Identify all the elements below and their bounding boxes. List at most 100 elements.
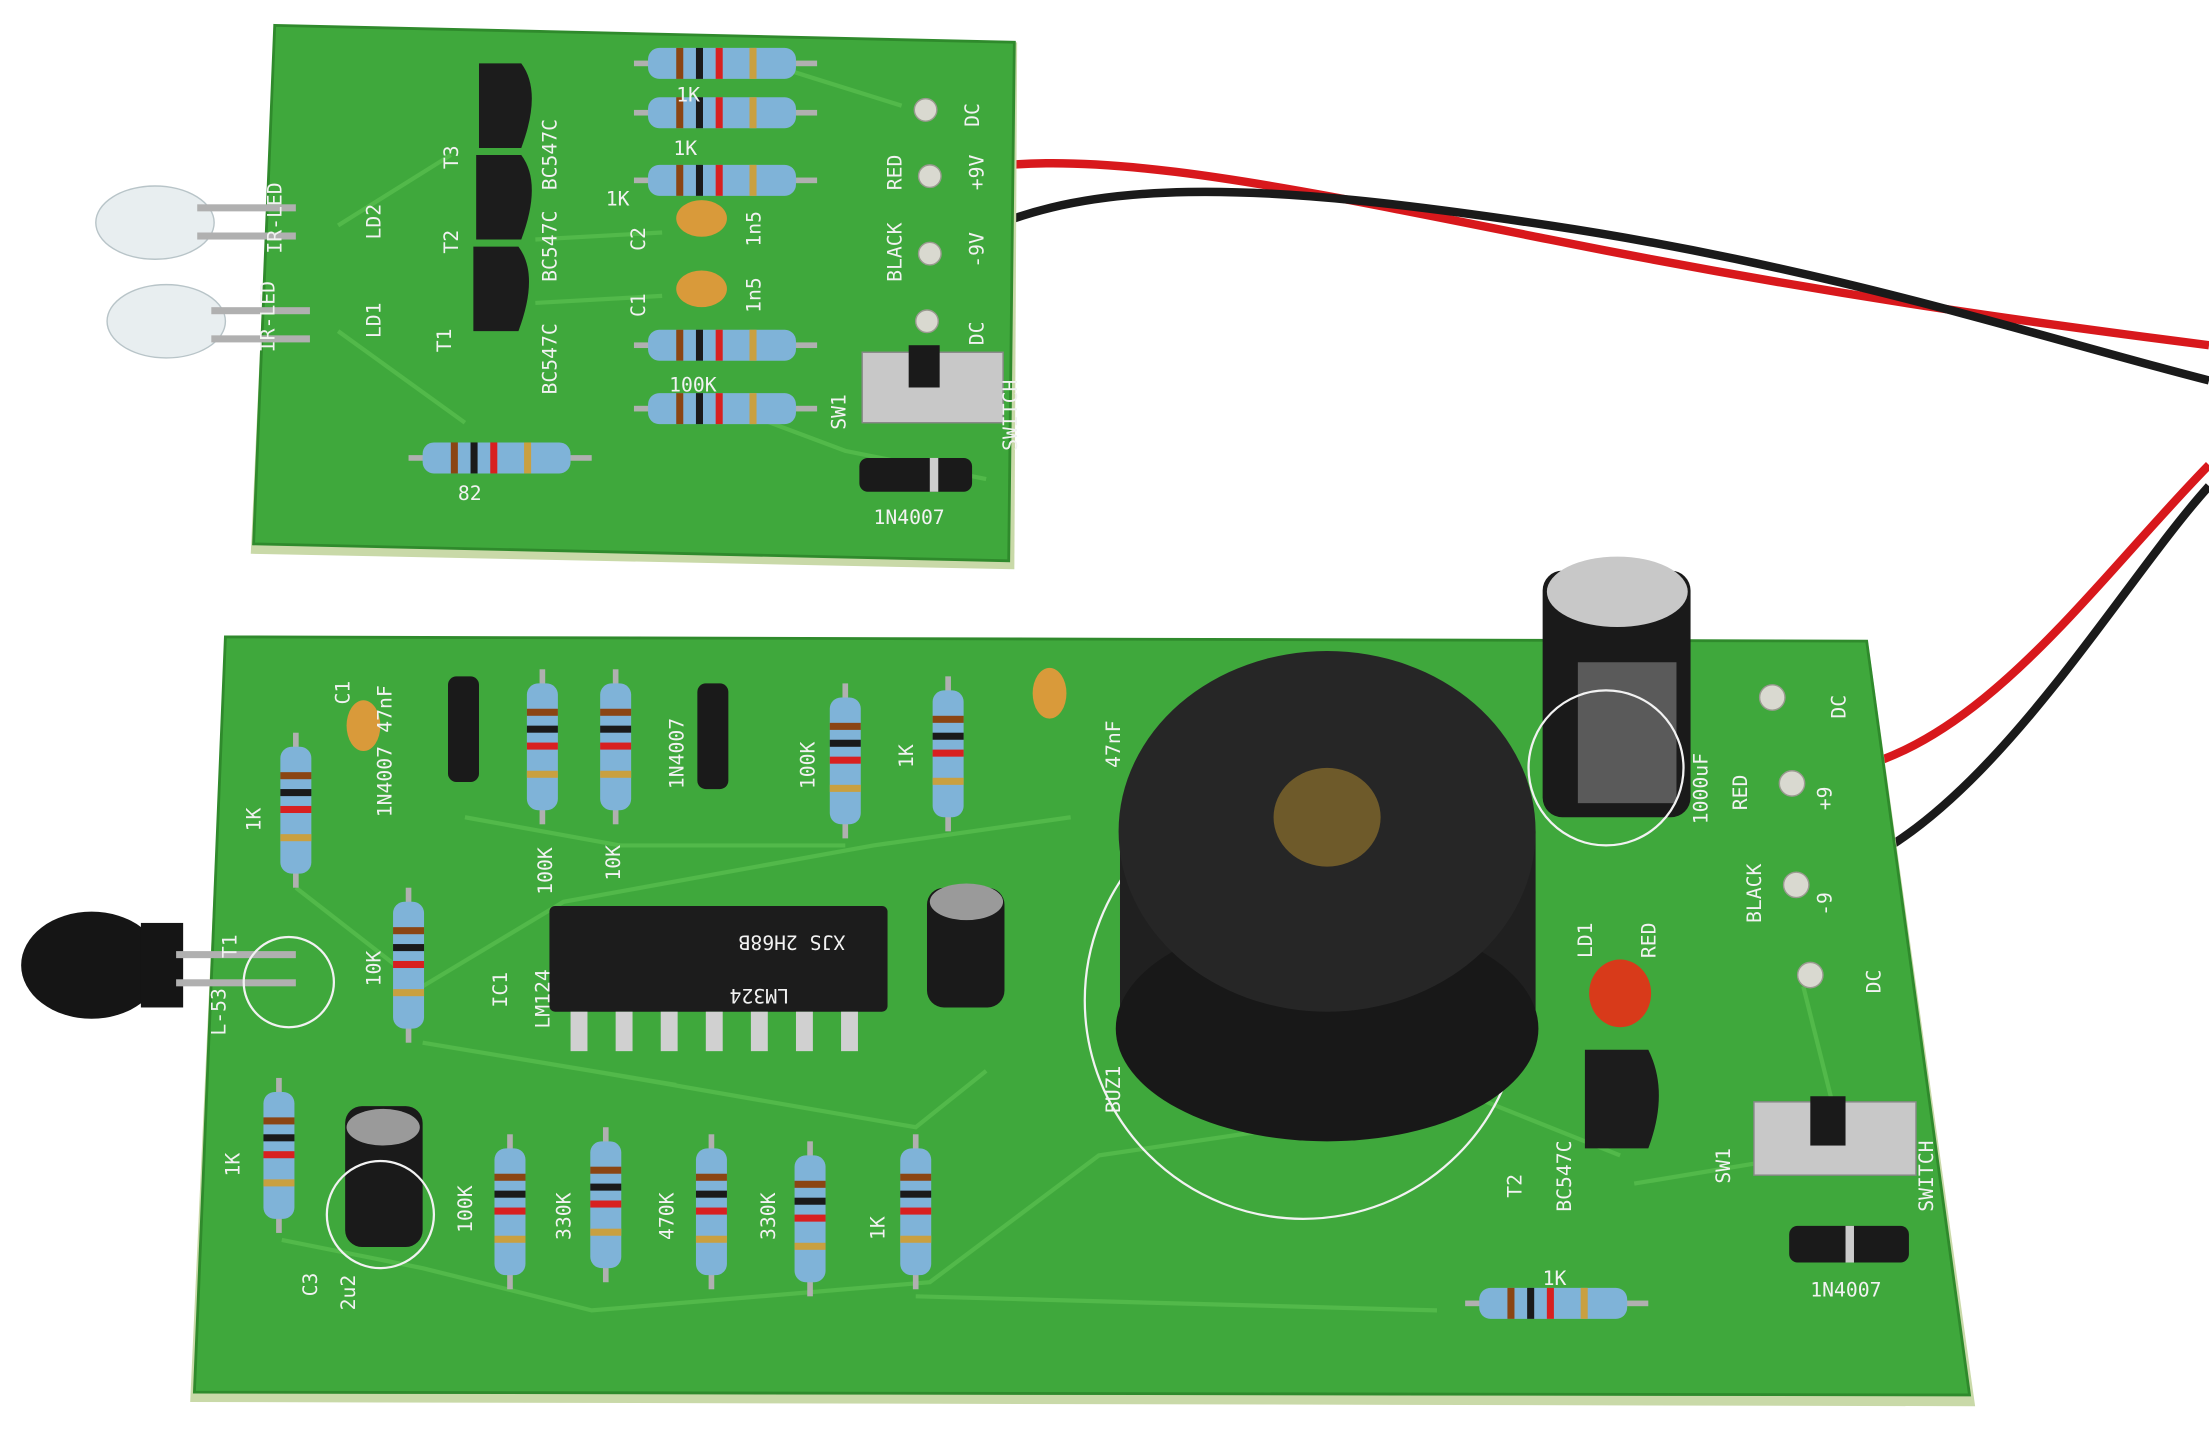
silkscreen-label: IC1 [489, 972, 512, 1008]
silkscreen-label: C1 [331, 681, 354, 705]
resistor [633, 47, 818, 79]
silkscreen-label: BLACK [1743, 863, 1766, 922]
silkscreen-label: DC [1828, 695, 1851, 719]
silkscreen-label: DC [961, 103, 984, 127]
silkscreen-label: 1N4007 [873, 506, 944, 529]
resistors [408, 47, 818, 474]
silkscreen-label: 1N4007 [665, 718, 688, 789]
silkscreen-label: SW1 [1712, 1148, 1735, 1184]
silkscreen-label: 100K [796, 741, 819, 789]
silkscreen-label: BC547C [538, 211, 561, 282]
silkscreen-label: 1K [676, 83, 700, 106]
silkscreen-label: 47nF [374, 685, 397, 733]
silkscreen-label: -9V [965, 232, 988, 268]
silkscreen-label: LD2 [362, 204, 385, 240]
silkscreen-label: 330K [553, 1192, 576, 1240]
slide-switch[interactable] [861, 345, 1004, 424]
slide-switch[interactable] [1753, 1096, 1917, 1176]
resistor [633, 164, 818, 196]
electrolytic-capacitor-c3 [325, 1106, 436, 1270]
ic-pin [750, 1011, 768, 1052]
capacitor-47nf [1032, 667, 1067, 719]
silkscreen-label: 1000uF [1689, 753, 1712, 824]
silkscreen-label: 1K [221, 1153, 244, 1177]
silkscreen-label: 1N4007 [374, 746, 397, 817]
silkscreen-label: 82 [458, 482, 482, 505]
resistor [633, 97, 818, 129]
ir-receiver-board: C1 47nF 1N4007 1N4007 1K 100K 10K 100K 1K 47nF 100… [21, 556, 1976, 1407]
resistor [600, 669, 632, 825]
ic-pin [841, 1011, 858, 1052]
silkscreen-label: LM324 [730, 984, 789, 1007]
resistor [794, 1141, 826, 1297]
resistor [900, 1134, 932, 1290]
silkscreen-label: 1K [673, 137, 697, 160]
capacitor-c1 [346, 700, 381, 752]
silkscreen-label: RED [1637, 923, 1660, 959]
electrolytic-capacitor [926, 883, 1005, 1008]
silkscreen-label: RED [1729, 775, 1752, 811]
silkscreen-label: 1K [243, 807, 266, 831]
silkscreen-label: BUZ1 [1102, 1066, 1125, 1114]
resistor [1465, 1287, 1649, 1319]
resistor [280, 732, 312, 888]
silkscreen-label: 100K [669, 374, 717, 397]
resistors [263, 669, 1649, 1319]
resistor [408, 442, 592, 474]
diode [697, 683, 729, 790]
silkscreen-label: BC547C [538, 323, 561, 394]
silkscreen-label: IR-LED [257, 281, 280, 352]
resistor [393, 887, 425, 1043]
silkscreen-label: 330K [757, 1192, 780, 1240]
silkscreen-label: DC [1863, 970, 1886, 994]
silkscreen-label: BC547C [1553, 1141, 1576, 1212]
silkscreen-label: +9 [1813, 786, 1836, 810]
silkscreen-label: LD1 [362, 303, 385, 339]
silkscreen-label: 1n5 [743, 211, 766, 247]
silkscreen-label: 2u2 [337, 1275, 360, 1311]
red-led-ld1 [1584, 959, 1659, 1149]
silkscreen-label: +9V [965, 154, 988, 190]
ic-pin [795, 1011, 813, 1052]
ic-lm324 [549, 906, 888, 1052]
silkscreen-label: T3 [440, 145, 463, 169]
silkscreen-label: 47nF [1102, 720, 1125, 768]
resistor [633, 329, 818, 361]
silkscreen-label: L-53 [207, 988, 230, 1036]
silkscreen-label: SW1 [827, 394, 850, 430]
diode-1n4007 [1789, 1225, 1909, 1263]
silkscreen-label: 1N4007 [1810, 1278, 1881, 1301]
ic-pin [660, 1011, 678, 1052]
silkscreen-label: 1K [867, 1216, 890, 1240]
silkscreen-label: T2 [440, 230, 463, 254]
silkscreen-label: XJS 2H68B [738, 931, 845, 954]
transistors [473, 63, 532, 332]
silkscreen-label: 1K [1543, 1267, 1567, 1290]
buzzer-buz1 [1083, 650, 1539, 1220]
silkscreen-label: RED [884, 155, 907, 191]
silkscreen-label: 10K [602, 845, 625, 881]
ir-receiver-t1 [21, 911, 336, 1029]
diode-1n4007 [859, 457, 973, 492]
resistor [695, 1134, 727, 1290]
silkscreen-label: DC [965, 321, 988, 345]
resistor [263, 1077, 295, 1233]
silkscreen-label: LD1 [1574, 923, 1597, 959]
ic-pin [570, 1011, 588, 1052]
ir-led-ld2 [95, 185, 296, 260]
resistor [932, 676, 964, 832]
silkscreen-label: IR-LED [264, 182, 287, 253]
silkscreen-label: C2 [627, 227, 650, 251]
resistor [829, 683, 861, 839]
silkscreen-label: -9 [1813, 892, 1836, 916]
silkscreen-label: BC547C [538, 119, 561, 190]
ic-pin [615, 1011, 633, 1052]
silkscreen-label: 470K [655, 1192, 678, 1240]
silkscreen-label: BLACK [884, 222, 907, 281]
silkscreen-label: T2 [1504, 1174, 1527, 1198]
silkscreen-label: 100K [454, 1185, 477, 1233]
resistor [633, 393, 818, 425]
capacitor-c2 [676, 200, 727, 237]
silkscreen-label: C1 [627, 293, 650, 317]
